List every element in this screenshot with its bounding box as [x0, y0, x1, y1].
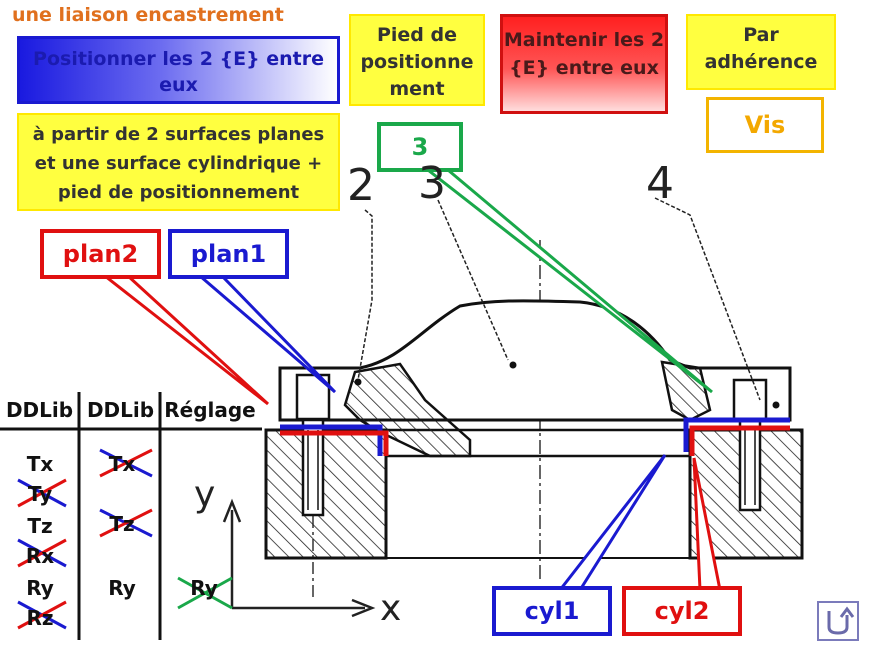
table-header-reglage: Réglage — [164, 398, 256, 422]
table-cell: Rz — [26, 606, 54, 630]
table-cell: Ry — [26, 576, 54, 600]
positioning-box: Positionner les 2 {E} entre eux — [17, 36, 340, 104]
adherence-box: Par adhérence — [686, 14, 836, 90]
table-grid — [0, 392, 262, 640]
table-cell: Ry — [108, 576, 136, 600]
label-cyl2: cyl2 — [622, 586, 742, 636]
table-header-ddlib-1: DDLib — [5, 398, 74, 422]
table-cell: Ry — [190, 576, 218, 600]
table-cell: Tx — [108, 452, 136, 476]
label-3: 3 — [377, 122, 463, 172]
table-header-ddlib-2: DDLib — [86, 398, 155, 422]
label-plan2: plan2 — [40, 229, 161, 279]
maintain-box: Maintenir les 2 {E} entre eux — [500, 14, 668, 114]
pin-box: Pied de positionne ment — [349, 14, 485, 106]
return-arrow-icon[interactable] — [817, 601, 859, 641]
right-screw — [732, 378, 768, 512]
part-number-2: 2 — [347, 160, 375, 211]
table-cell: Tz — [27, 514, 53, 538]
table-cell: Ty — [27, 482, 53, 506]
left-screw — [295, 373, 331, 517]
screw-box: Vis — [706, 97, 824, 153]
axis-y-label: y — [194, 474, 216, 515]
label-cyl1: cyl1 — [492, 586, 612, 636]
right-flange — [660, 360, 712, 422]
surfaces-box: à partir de 2 surfaces planes et une sur… — [17, 113, 340, 211]
axis-x-label: x — [380, 588, 402, 629]
strike-marks — [17, 448, 233, 630]
table-cell: Rx — [25, 544, 55, 568]
cyl1-pointer — [556, 454, 667, 592]
table-cell: Tz — [109, 512, 135, 536]
plan2-pointer — [100, 274, 270, 406]
contact-surfaces — [280, 417, 790, 456]
table-cell: Tx — [26, 452, 54, 476]
page-title: une liaison encastrement — [12, 4, 284, 26]
label-plan1: plan1 — [168, 229, 289, 279]
axes — [222, 498, 376, 618]
base-left-block — [264, 428, 388, 560]
part-number-4: 4 — [646, 158, 674, 209]
left-flange — [343, 362, 472, 458]
part-number-3: 3 — [418, 158, 446, 209]
plan1-pointer — [195, 274, 337, 394]
